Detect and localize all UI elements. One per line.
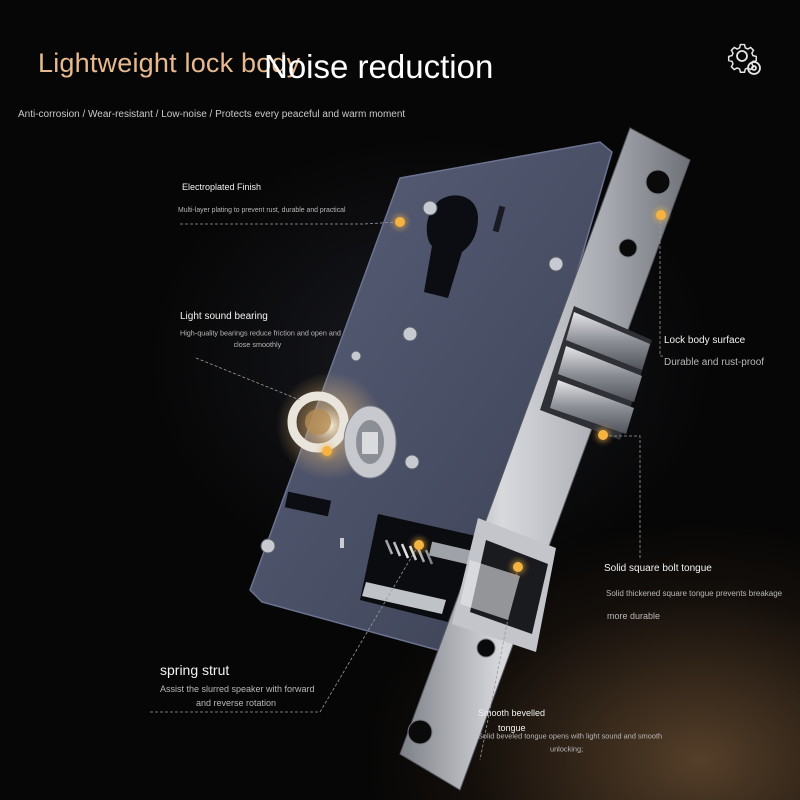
title-highlight: Lightweight lock body	[38, 48, 301, 78]
leader-square-bolt	[604, 435, 641, 560]
spring-desc-line1: Assist the slurred speaker with forward	[160, 684, 315, 694]
electroplated-title: Electroplated Finish	[182, 182, 262, 192]
faceplate-hole-bottom	[407, 719, 433, 745]
leader-surface	[659, 216, 664, 357]
lock-surface-title: Lock body surface	[664, 335, 746, 346]
leader-bearing	[195, 357, 301, 401]
callout-dot-bevelled	[513, 562, 523, 572]
subtitle: Anti-corrosion / Wear-resistant / Low-no…	[18, 109, 406, 120]
follower-hub	[343, 405, 397, 479]
bevelled-desc-line2: unlocking;	[550, 745, 584, 754]
gear-icon	[727, 43, 761, 75]
bearing-desc: High-quality bearings reduce friction an…	[180, 329, 341, 349]
callout-dot-surface	[656, 210, 666, 220]
square-bolt-tongue	[540, 306, 652, 440]
callout-dot-square-bolt	[598, 430, 608, 440]
faceplate-hole-top	[645, 169, 671, 195]
spring-desc-line2: and reverse rotation	[196, 698, 277, 708]
bevelled-desc-line1: Solid beveled tongue opens with light so…	[478, 732, 663, 741]
bearing-desc-line2: close smoothly	[233, 340, 282, 349]
spring-coil	[384, 539, 434, 565]
square-bolt-title: Solid square bolt tongue	[604, 563, 712, 574]
callout-dot-electroplated	[395, 217, 405, 227]
screw-icon	[260, 200, 564, 554]
keyhole-cutout	[424, 195, 478, 298]
leader-spring	[150, 545, 419, 713]
bevelled-title-line1: Smooth bevelled	[478, 708, 546, 718]
bearing-title: Light sound bearing	[180, 311, 268, 322]
leader-bevelled	[479, 567, 519, 761]
bearing-ring	[287, 391, 349, 453]
callout-dot-spring	[414, 540, 424, 550]
bearing-desc-line1: High-quality bearings reduce friction an…	[180, 329, 341, 338]
leader-electroplated	[180, 221, 399, 225]
spring-title: spring strut	[160, 662, 230, 678]
electroplated-desc: Multi-layer plating to prevent rust, dur…	[178, 206, 346, 214]
title-main: Noise reduction	[264, 48, 494, 85]
lock-surface-desc: Durable and rust-proof	[664, 357, 765, 368]
bevelled-title-line2: tongue	[498, 723, 526, 733]
square-bolt-desc-line1: Solid thickened square tongue prevents b…	[606, 589, 783, 598]
square-bolt-desc-line2: more durable	[607, 611, 661, 621]
bevelled-latch-tongue	[452, 518, 556, 652]
callout-dot-bearing	[322, 446, 332, 456]
